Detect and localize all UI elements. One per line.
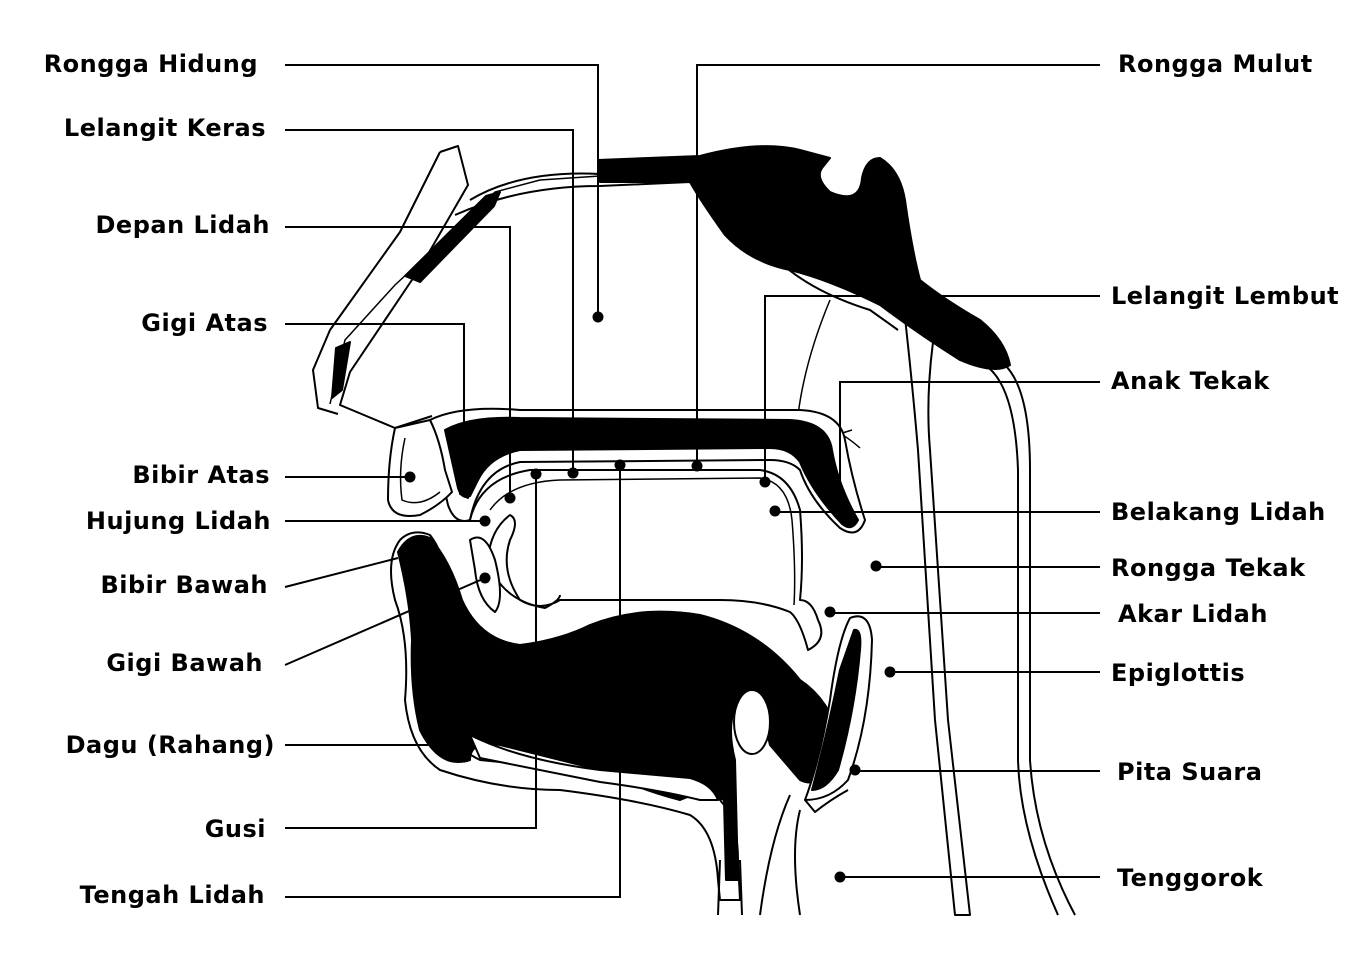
dot-lelangit-lembut bbox=[759, 476, 771, 488]
skull-base bbox=[597, 145, 1011, 370]
leader-lelangit-lembut bbox=[764, 295, 1100, 482]
nasal-bone bbox=[404, 191, 501, 283]
dot-akar-lidah bbox=[824, 606, 836, 618]
label-depan-lidah: Depan Lidah bbox=[96, 211, 271, 239]
dot-gusi bbox=[530, 468, 542, 480]
labels-left: Rongga Hidung Lelangit Keras Depan Lidah… bbox=[44, 50, 275, 909]
tongue-surface-line bbox=[489, 477, 796, 606]
dot-rongga-mulut bbox=[691, 460, 703, 472]
labels-right: Rongga Mulut Lelangit Lembut Anak Tekak … bbox=[1111, 50, 1339, 892]
dot-lelangit-keras bbox=[567, 467, 579, 479]
label-gigi-atas: Gigi Atas bbox=[141, 309, 268, 337]
dot-rongga-hidung bbox=[592, 311, 604, 323]
label-bibir-atas: Bibir Atas bbox=[132, 461, 270, 489]
label-epiglottis: Epiglottis bbox=[1111, 659, 1245, 687]
dot-hujung-lidah bbox=[479, 515, 491, 527]
spine-front-line bbox=[904, 299, 971, 916]
leader-rongga-hidung bbox=[285, 64, 599, 317]
leader-rongga-mulut bbox=[696, 64, 1100, 466]
pointer-dots bbox=[404, 311, 896, 883]
leader-gigi-atas bbox=[285, 323, 465, 487]
label-akar-lidah: Akar Lidah bbox=[1118, 600, 1268, 628]
hard-palate bbox=[444, 416, 859, 529]
dot-tengah-lidah bbox=[614, 459, 626, 471]
label-belakang-lidah: Belakang Lidah bbox=[1111, 498, 1326, 526]
leader-anak-tekak bbox=[839, 381, 1100, 488]
label-tengah-lidah: Tengah Lidah bbox=[80, 881, 265, 909]
dot-belakang-lidah bbox=[769, 505, 781, 517]
epiglottis-black bbox=[811, 628, 862, 791]
leader-tengah-lidah bbox=[285, 465, 621, 898]
label-lelangit-lembut: Lelangit Lembut bbox=[1111, 282, 1339, 310]
label-gigi-bawah: Gigi Bawah bbox=[106, 649, 263, 677]
leader-bibir-bawah bbox=[284, 557, 399, 588]
nose-outline bbox=[312, 145, 469, 429]
label-hujung-lidah: Hujung Lidah bbox=[86, 507, 271, 535]
label-dagu-rahang: Dagu (Rahang) bbox=[66, 731, 275, 759]
label-lelangit-keras: Lelangit Keras bbox=[64, 114, 266, 142]
dot-rongga-tekak bbox=[870, 560, 882, 572]
nose-tip-cartilage bbox=[331, 341, 351, 399]
hyoid-hollow bbox=[733, 689, 771, 755]
leader-lines bbox=[284, 64, 1100, 898]
label-tenggorok: Tenggorok bbox=[1117, 864, 1264, 892]
dot-gigi-atas bbox=[458, 481, 470, 493]
dot-gigi-bawah bbox=[479, 572, 491, 584]
label-anak-tekak: Anak Tekak bbox=[1111, 367, 1270, 395]
larynx-lines bbox=[759, 789, 849, 916]
leader-gusi bbox=[285, 474, 537, 829]
label-rongga-mulut: Rongga Mulut bbox=[1118, 50, 1313, 78]
jaw-inner-strip bbox=[469, 734, 719, 801]
label-pita-suara: Pita Suara bbox=[1117, 758, 1262, 786]
dot-epiglottis bbox=[884, 666, 896, 678]
leader-depan-lidah bbox=[285, 226, 511, 498]
leader-lelangit-keras bbox=[285, 129, 574, 473]
label-gusi: Gusi bbox=[205, 815, 266, 843]
anatomy-drawing bbox=[312, 145, 1076, 916]
dot-depan-lidah bbox=[504, 492, 516, 504]
trachea-front bbox=[717, 859, 743, 916]
upper-lip-inner bbox=[399, 437, 441, 504]
label-bibir-bawah: Bibir Bawah bbox=[100, 571, 268, 599]
pharynx-wall-outer bbox=[1004, 364, 1076, 916]
dot-bibir-atas bbox=[404, 471, 416, 483]
label-rongga-hidung: Rongga Hidung bbox=[44, 50, 258, 78]
leader-gigi-bawah bbox=[284, 577, 486, 666]
dot-tenggorok bbox=[834, 871, 846, 883]
pharynx-wall-inner bbox=[984, 364, 1059, 916]
dot-pita-suara bbox=[849, 764, 861, 776]
label-rongga-tekak: Rongga Tekak bbox=[1111, 554, 1306, 582]
